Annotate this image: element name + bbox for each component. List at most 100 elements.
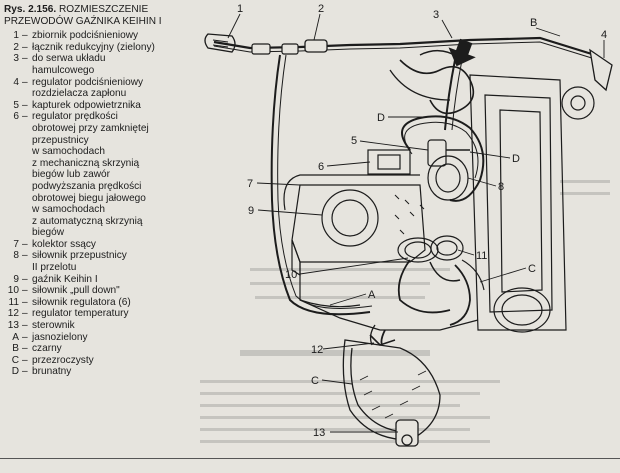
legend-text-line: w samochodach — [32, 146, 105, 158]
callout-B: B — [530, 17, 537, 29]
callout-A-bottom: A — [368, 289, 376, 301]
legend-text-line: II przelotu — [32, 262, 77, 274]
legend-text: brunatny — [32, 366, 192, 378]
legend-text-line: brunatny — [32, 366, 72, 378]
legend-item: B–czarny — [4, 343, 192, 355]
legend-text-line: obrotowej przy zamkniętej — [32, 122, 149, 134]
legend-text-line: z mechaniczną skrzynią — [32, 157, 140, 169]
legend-key: 2 — [13, 41, 19, 53]
engine-outline — [283, 74, 595, 333]
legend-dash: – — [22, 308, 28, 320]
vacuum-reservoir-part — [204, 33, 236, 53]
legend-text: zbiornik podciśnieniowy — [32, 30, 192, 42]
legend-dash: – — [22, 53, 28, 65]
page-bottom-rule — [0, 458, 620, 459]
legend-text-line: podwyższania prędkości — [32, 180, 142, 192]
legend-key: 6 — [13, 111, 19, 123]
legend-text-line: obrotowej biegu jałowego — [32, 192, 146, 204]
callout-2: 2 — [318, 3, 324, 15]
callout-6: 6 — [318, 161, 324, 173]
legend-text: czarny — [32, 343, 192, 355]
legend-item: 13–sterownik — [4, 320, 192, 332]
legend-text-line: biegów lub zawór — [32, 169, 110, 181]
legend-dash: – — [22, 250, 28, 262]
legend-key: 10 — [7, 285, 19, 297]
legend-dash: – — [22, 331, 28, 343]
callout-8: 8 — [498, 181, 504, 193]
controller-assembly — [342, 324, 441, 447]
legend-dash: – — [22, 41, 28, 53]
legend-text-line: w samochodach — [32, 204, 105, 216]
legend-text-line: z automatyczną skrzynią — [32, 215, 143, 227]
legend-dash: – — [22, 238, 28, 250]
legend-item: 12–regulator temperatury — [4, 308, 192, 320]
legend-text: gaźnik Keihin I — [32, 274, 192, 286]
legend-key: 9 — [13, 273, 19, 285]
callout-10: 10 — [285, 269, 297, 281]
legend-item: 1–zbiornik podciśnieniowy — [4, 30, 192, 42]
callout-9: 9 — [248, 205, 254, 217]
legend-text-line: regulator temperatury — [32, 308, 129, 320]
callout-5: 5 — [351, 135, 357, 147]
legend-dash: – — [22, 320, 28, 332]
legend-key: 12 — [7, 308, 19, 320]
legend-text: regulator temperatury — [32, 308, 192, 320]
legend-text-line: siłownik regulatora (6) — [32, 296, 131, 308]
callout-7: 7 — [247, 178, 253, 190]
bleed-through-text — [200, 180, 610, 443]
legend-item: D–brunatny — [4, 366, 192, 378]
legend-item: 10–siłownik „pull down" — [4, 285, 192, 297]
legend-item: 9–gaźnik Keihin I — [4, 274, 192, 286]
legend-dash: – — [22, 111, 28, 123]
legend-text-line: przepustnicy — [32, 134, 89, 146]
legend-dash: – — [22, 366, 28, 378]
legend-key: 4 — [13, 76, 19, 88]
legend-text: siłownik regulatora (6) — [32, 297, 192, 309]
legend-item: 2–łącznik redukcyjny (zielony) — [4, 42, 192, 54]
legend-text-line: regulator prędkości — [32, 111, 118, 123]
legend-key: 3 — [13, 53, 19, 65]
figure-caption: Rys. 2.156. ROZMIESZCZENIE PRZEWODÓW GAŹ… — [4, 4, 192, 27]
callout-C-right: C — [528, 263, 536, 275]
figure-legend: Rys. 2.156. ROZMIESZCZENIE PRZEWODÓW GAŹ… — [4, 4, 192, 378]
legend-text-line: przezroczysty — [32, 354, 94, 366]
legend-item: A–jasnozielony — [4, 332, 192, 344]
legend-item: C–przezroczysty — [4, 355, 192, 367]
legend-dash: – — [22, 99, 28, 111]
callout-labels: 1 2 3 B 4 D 5 6 D 7 8 9 11 10 C A 12 C 1… — [237, 3, 607, 439]
legend-text: sterownik — [32, 320, 192, 332]
legend-text: kolektor ssący — [32, 239, 192, 251]
legend-key: 7 — [13, 238, 19, 250]
legend-text-line: siłownik „pull down" — [32, 285, 120, 297]
leader-lines — [227, 13, 605, 433]
callout-11: 11 — [476, 250, 487, 262]
legend-item: 11–siłownik regulatora (6) — [4, 297, 192, 309]
callout-D-right: D — [512, 153, 520, 165]
callout-C-bottom: C — [311, 375, 319, 387]
legend-text-line: kapturek odpowietrznika — [32, 99, 141, 111]
legend-text-line: czarny — [32, 343, 62, 355]
callout-4: 4 — [601, 29, 607, 41]
legend-key: 13 — [7, 320, 19, 332]
legend-text-line: biegów — [32, 227, 64, 239]
callout-1: 1 — [237, 3, 243, 15]
legend-key: A — [12, 331, 19, 343]
legend-dash: – — [22, 76, 28, 88]
legend-dash: – — [22, 285, 28, 297]
legend-dash: – — [22, 273, 28, 285]
legend-item: 5–kapturek odpowietrznika — [4, 100, 192, 112]
legend-text-line: jasnozielony — [32, 331, 88, 343]
legend-text-line: sterownik — [32, 320, 75, 332]
legend-text: przezroczysty — [32, 355, 192, 367]
legend-text-line: do serwa układu — [32, 53, 106, 65]
callout-12: 12 — [311, 344, 323, 356]
legend-text: jasnozielony — [32, 332, 192, 344]
